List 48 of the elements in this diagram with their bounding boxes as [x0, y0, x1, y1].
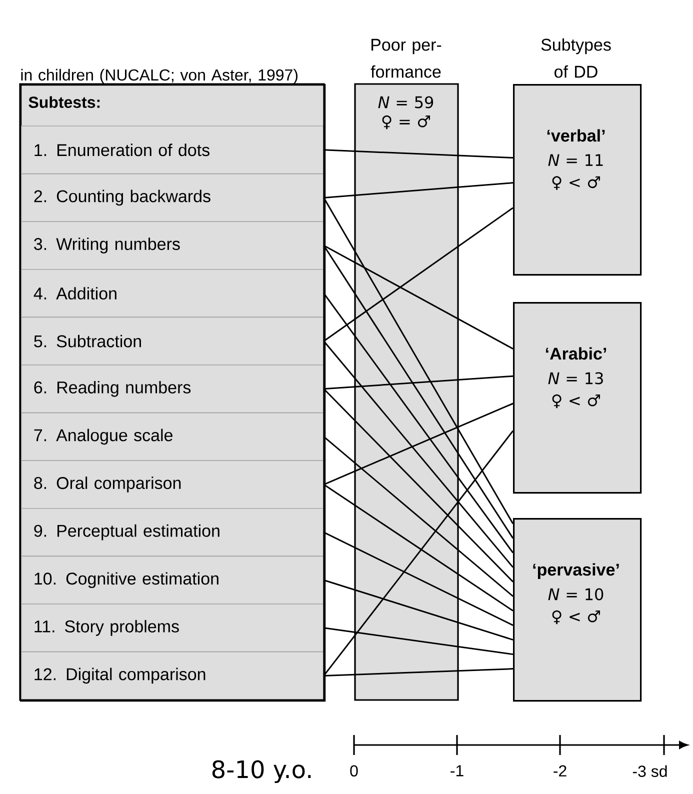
- subtest-row: 3. Writing numbers: [21, 221, 324, 270]
- connector-line: [324, 579, 514, 641]
- connector-line: [323, 245, 514, 539]
- subtest-row: 5. Subtraction: [21, 316, 324, 366]
- subtype-name: ‘verbal’: [547, 129, 605, 142]
- connector-line: [323, 430, 514, 676]
- subtype-box: [513, 302, 642, 494]
- subtest-row: 1. Enumeration of dots: [21, 126, 324, 174]
- subtype-box: [513, 84, 642, 276]
- connector-line: [324, 182, 514, 198]
- tick-label: -2: [554, 765, 566, 776]
- connector-line: [323, 340, 514, 568]
- subtest-row: 10. Cognitive estimation: [21, 556, 324, 604]
- subtest-row: 8. Oral comparison: [21, 460, 324, 509]
- connector-line: [323, 197, 514, 524]
- count-text: N = 59 ♀ = ♂: [378, 96, 434, 130]
- tick-label: 0: [350, 765, 358, 777]
- connector-line: [323, 244, 514, 350]
- box-heading: Subtests:: [28, 96, 100, 108]
- subtype-box: [513, 518, 642, 702]
- subtest-row: 12. Digital comparison: [21, 651, 324, 700]
- tick-label: -1: [450, 765, 464, 776]
- count-text: N = 10 ♀ < ♂: [548, 588, 604, 624]
- node-label: in children (NUCALC; von Aster, 1997): [21, 68, 298, 84]
- connector-line: [324, 375, 514, 390]
- connector-line: [324, 149, 514, 159]
- subtest-row: 2. Counting backwards: [21, 173, 324, 222]
- connector-line: [323, 207, 514, 342]
- subtype-name: ‘pervasive’: [533, 563, 619, 580]
- connector-line: [324, 627, 514, 656]
- connector-line: [323, 484, 514, 612]
- caption: 8-10 y.o.: [212, 760, 311, 783]
- connector-line: [324, 668, 514, 676]
- subtest-row: 6. Reading numbers: [21, 364, 324, 414]
- connector-line: [324, 402, 514, 486]
- subtest-row: 11. Story problems: [21, 604, 324, 652]
- subtest-row: 4. Addition: [21, 269, 324, 318]
- subtest-row: 7. Analogue scale: [21, 412, 324, 461]
- subtype-name: ‘Arabic’: [546, 347, 606, 360]
- column-heading: Poor per- formance: [370, 38, 442, 78]
- tick-label: -3 sd: [632, 765, 667, 777]
- connector-line: [323, 388, 514, 582]
- count-text: N = 13 ♀ < ♂: [548, 372, 603, 408]
- connector-line: [323, 292, 514, 554]
- connector-line: [323, 436, 514, 597]
- subtest-row: 9. Perceptual estimation: [21, 508, 324, 557]
- connector-line: [323, 532, 514, 626]
- count-text: N = 11 ♀ < ♂: [548, 154, 603, 190]
